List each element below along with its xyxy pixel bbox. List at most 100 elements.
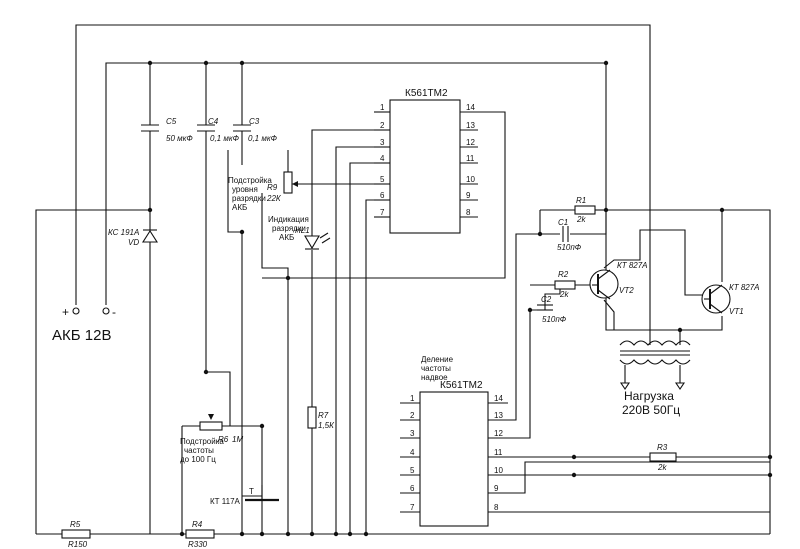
transistor-kt117: Т КТ 117А — [210, 485, 279, 506]
divider-note-2: частоты — [421, 364, 451, 373]
resistor-r6: R6 1М Подстройка частоты до 100 Гц — [180, 414, 243, 464]
ic-top-pin-5: 5 — [380, 175, 385, 184]
r6-note-1: Подстройка — [180, 437, 224, 446]
led-hl1: HL1 Индикация разрядки АКБ — [268, 215, 331, 250]
resistor-r3: R3 2k — [649, 443, 677, 472]
c3-value: 0,1 мкФ — [248, 134, 278, 143]
resistor-r7: R7 1,5К — [307, 406, 335, 430]
junction-dots — [147, 60, 773, 537]
transformer: Нагрузка 220В 50Гц — [619, 340, 691, 417]
vt2-ref: VT2 — [619, 286, 634, 295]
resistor-r5: R5 R150 — [61, 520, 91, 549]
ic-top-title: К561ТМ2 — [405, 88, 448, 99]
ic-bottom-pin-1: 1 — [410, 394, 415, 403]
capacitor-c2: C2 510пФ — [537, 295, 567, 324]
capacitor-c4: C4 0,1 мкФ — [197, 117, 240, 143]
r9-note-1: Подстройка — [228, 176, 272, 185]
c1-ref: C1 — [558, 218, 568, 227]
ic-top-pin-9: 9 — [466, 191, 471, 200]
vt2-value: КТ 827А — [617, 261, 648, 270]
r7-ref: R7 — [318, 411, 329, 420]
resistor-r2: R2 2k — [554, 270, 576, 299]
c3-ref: C3 — [249, 117, 260, 126]
vt1-ref: VT1 — [729, 307, 744, 316]
ic-bottom-pin-5: 5 — [410, 466, 415, 475]
led-note-3: АКБ — [279, 233, 294, 242]
transistor-vt2: КТ 827А VT2 — [589, 261, 648, 300]
battery-plus-label: + — [62, 305, 69, 319]
vt1-value: КТ 827А — [729, 283, 760, 292]
ic-top-pin-12: 12 — [466, 138, 475, 147]
zener-diode-vd: КС 191А VD — [108, 228, 159, 247]
capacitor-c5: C5 50 мкФ — [141, 117, 193, 143]
r3-ref: R3 — [657, 443, 668, 452]
wires — [35, 24, 771, 535]
ic-top-k561tm2: К561ТМ2 1 2 3 4 5 6 7 14 13 12 11 10 9 8 — [374, 88, 478, 234]
r1-value: 2k — [576, 215, 586, 224]
ic-top-pin-3: 3 — [380, 138, 385, 147]
transistor-vt1: КТ 827А VT1 — [701, 283, 760, 316]
ic-bottom-pin-2: 2 — [410, 411, 415, 420]
r7-value: 1,5К — [318, 421, 335, 430]
c5-value: 50 мкФ — [166, 134, 193, 143]
zener-value: КС 191А — [108, 228, 139, 237]
r1-ref: R1 — [576, 196, 586, 205]
kt117-value: КТ 117А — [210, 497, 241, 506]
r9-note-2: уровня — [232, 185, 258, 194]
r6-ref: R6 — [218, 435, 229, 444]
led-note-1: Индикация — [268, 215, 309, 224]
r6-note-3: до 100 Гц — [180, 455, 216, 464]
r6-note-2: частоты — [184, 446, 214, 455]
led-ref: HL1 — [295, 226, 310, 235]
ic-top-pin-1: 1 — [380, 103, 385, 112]
r3-value: 2k — [657, 463, 667, 472]
r9-value: 22К — [266, 194, 282, 203]
battery-label: АКБ 12В — [52, 327, 111, 344]
c2-ref: C2 — [541, 295, 552, 304]
r6-value: 1М — [232, 435, 243, 444]
ic-bottom-pin-12: 12 — [494, 429, 503, 438]
kt117-pin: Т — [249, 487, 254, 496]
ic-top-pin-14: 14 — [466, 103, 475, 112]
ic-bottom-pin-8: 8 — [494, 503, 499, 512]
load-label-1: Нагрузка — [624, 389, 674, 403]
ic-top-pin-10: 10 — [466, 175, 475, 184]
zener-ref: VD — [128, 238, 139, 247]
ic-top-pin-11: 11 — [466, 154, 475, 163]
ic-bottom-pin-11: 11 — [494, 448, 503, 457]
r2-ref: R2 — [558, 270, 569, 279]
ic-bottom-pin-14: 14 — [494, 394, 503, 403]
ic-top-pin-2: 2 — [380, 121, 385, 130]
c1-value: 510пФ — [557, 243, 582, 252]
battery-terminals: + - АКБ 12В — [52, 305, 116, 344]
ic-bottom-pin-7: 7 — [410, 503, 415, 512]
r9-ref: R9 — [267, 183, 278, 192]
ic-bottom-pins — [400, 402, 508, 513]
divider-note-3: надвое — [421, 373, 448, 382]
ic-top-pin-8: 8 — [466, 208, 471, 217]
ic-top-pin-4: 4 — [380, 154, 385, 163]
c4-ref: C4 — [208, 117, 219, 126]
r5-value: R150 — [68, 540, 88, 549]
capacitor-c3: C3 0,1 мкФ — [233, 117, 278, 143]
ic-bottom-pin-13: 13 — [494, 411, 503, 420]
r4-ref: R4 — [192, 520, 203, 529]
capacitor-c1: C1 510пФ — [557, 218, 582, 252]
divider-note-1: Деление — [421, 355, 454, 364]
battery-minus-label: - — [112, 305, 116, 319]
ic-top-pin-6: 6 — [380, 191, 385, 200]
c4-value: 0,1 мкФ — [210, 134, 240, 143]
c2-value: 510пФ — [542, 315, 567, 324]
r2-value: 2k — [559, 290, 569, 299]
ic-bottom-title: К561ТМ2 — [440, 380, 483, 391]
led-note-2: разрядки — [272, 224, 306, 233]
r4-value: R330 — [188, 540, 208, 549]
ic-bottom-pin-10: 10 — [494, 466, 503, 475]
resistor-r9: R9 22К Подстройка уровня разрядки АКБ — [228, 171, 298, 212]
load-label-2: 220В 50Гц — [622, 403, 680, 417]
ic-top-pin-13: 13 — [466, 121, 475, 130]
c5-ref: C5 — [166, 117, 177, 126]
ic-bottom-pin-9: 9 — [494, 484, 499, 493]
ic-bottom-pin-6: 6 — [410, 484, 415, 493]
resistor-r4: R4 R330 — [185, 520, 215, 549]
